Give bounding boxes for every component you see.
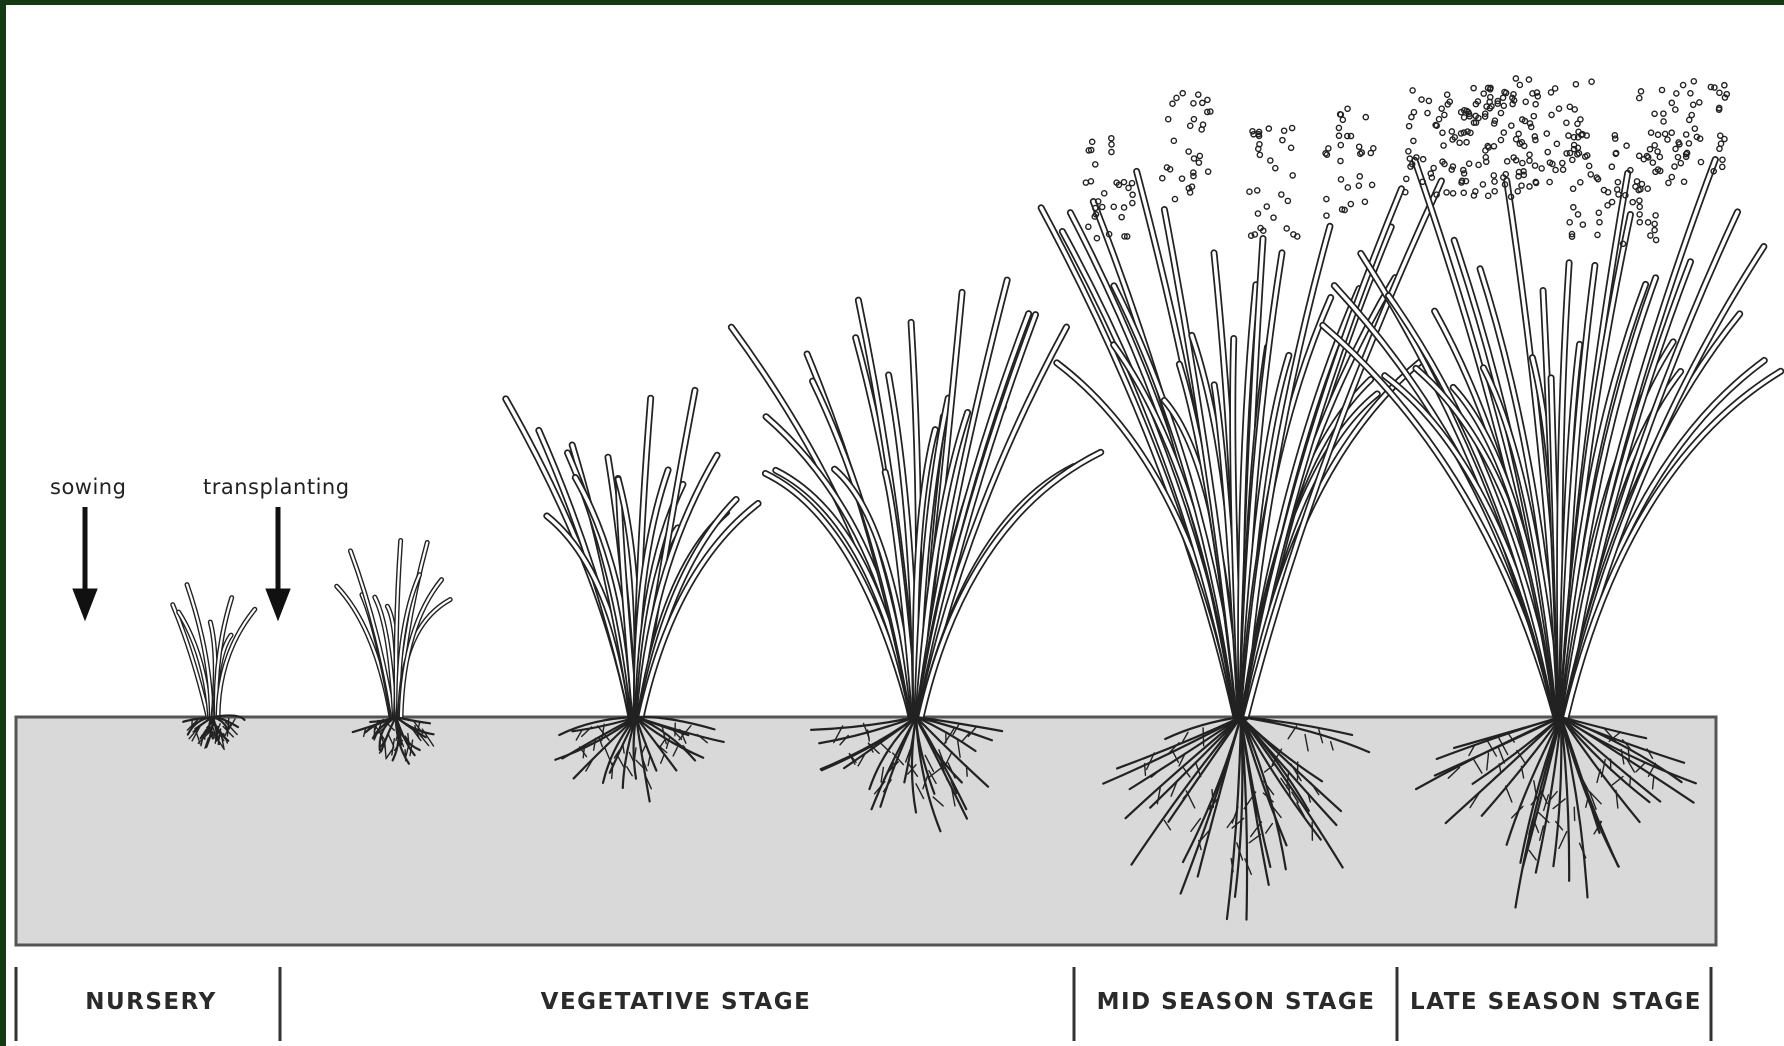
rice-growth-diagram [6, 5, 1784, 1046]
sowing-arrow [73, 507, 97, 620]
diagram-frame: sowing transplanting NURSERY VEGETATIVE … [6, 5, 1784, 1046]
stage-label-nursery: NURSERY [46, 989, 256, 1015]
sowing-label: sowing [50, 475, 126, 499]
stage-label-vegetative: VEGETATIVE STAGE [426, 989, 926, 1015]
transplanting-arrow [266, 507, 290, 620]
transplanting-label: transplanting [203, 475, 350, 499]
soil-band [16, 717, 1716, 945]
stage-label-mid-season: MID SEASON STAGE [1081, 989, 1391, 1015]
stage-label-late-season: LATE SEASON STAGE [1401, 989, 1711, 1015]
